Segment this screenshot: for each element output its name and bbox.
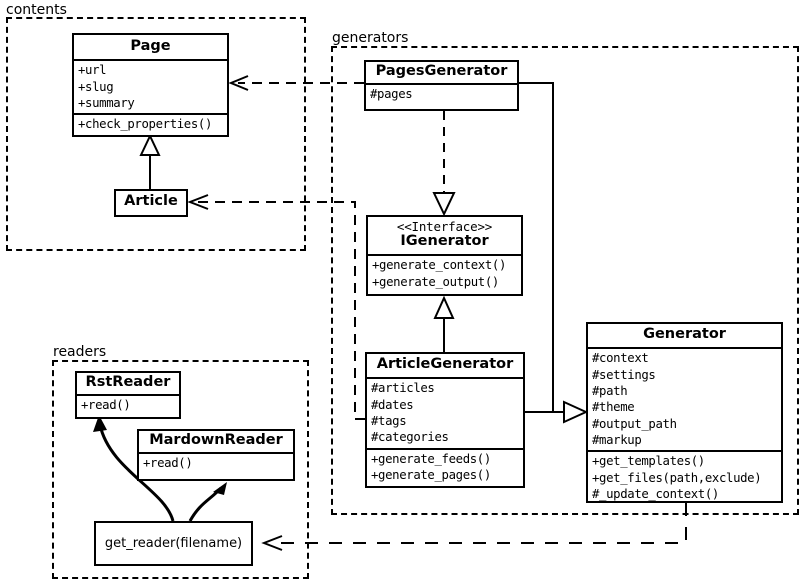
class-operations-mardownreader: +read() (139, 452, 293, 473)
package-frame-readers (52, 360, 309, 579)
class-title-page: Page (130, 38, 171, 54)
class-attribute: #settings (592, 367, 656, 382)
class-operation: +read() (81, 398, 131, 413)
class-attribute: +summary (78, 95, 135, 110)
class-title-rstreader: RstReader (85, 374, 171, 390)
class-title-article: Article (124, 193, 178, 209)
class-operations-igenerator: +generate_context() +generate_output() (368, 254, 521, 292)
class-title-igenerator: <<Interface>> IGenerator (368, 217, 521, 254)
class-operations-generator: +get_templates() +get_files(path,exclude… (588, 450, 781, 504)
class-attribute: +url (78, 63, 107, 78)
class-operation: +check_properties() (78, 117, 213, 132)
class-attribute: #output_path (592, 416, 677, 431)
class-attribute: #markup (592, 432, 642, 447)
class-attribute: #pages (370, 87, 413, 102)
package-label-readers: readers (52, 345, 110, 359)
class-box-mardownreader[interactable]: MardownReader +read() (137, 429, 295, 481)
class-operation: +generate_pages() (371, 467, 491, 482)
class-attributes-pagesgenerator: #pages (366, 83, 517, 104)
class-operation: +read() (143, 456, 193, 471)
class-operations-rstreader: +read() (77, 394, 179, 415)
class-box-rstreader[interactable]: RstReader +read() (75, 371, 181, 419)
class-box-pagesgenerator[interactable]: PagesGenerator #pages (364, 60, 519, 111)
class-box-igenerator[interactable]: <<Interface>> IGenerator +generate_conte… (366, 215, 523, 296)
class-title-pagesgenerator: PagesGenerator (375, 63, 508, 79)
class-attribute: #path (592, 383, 628, 398)
class-attribute: #dates (371, 397, 414, 412)
function-label-get-reader: get_reader(filename) (104, 536, 243, 551)
class-box-article[interactable]: Article (114, 189, 188, 217)
class-operation: +get_templates() (592, 454, 705, 469)
class-attribute: #context (592, 351, 649, 366)
class-operation: #_update_context() (592, 486, 719, 501)
class-box-page[interactable]: Page +url +slug +summary +check_properti… (72, 33, 229, 137)
class-box-articlegenerator[interactable]: ArticleGenerator #articles #dates #tags … (365, 352, 525, 488)
class-attribute: +slug (78, 79, 114, 94)
class-attribute: #categories (371, 430, 449, 445)
package-label-contents: contents (5, 3, 70, 17)
class-attribute: #theme (592, 400, 635, 415)
class-operations-articlegenerator: +generate_feeds() +generate_pages() (367, 447, 523, 486)
package-frame-contents (6, 17, 306, 251)
class-title-generator: Generator (643, 326, 726, 342)
class-title-mardownreader: MardownReader (149, 432, 283, 448)
class-attribute: #tags (371, 413, 407, 428)
class-operation: +get_files(path,exclude) (592, 470, 762, 485)
class-operation: +generate_feeds() (371, 451, 491, 466)
class-operation: +generate_context() (372, 258, 507, 273)
class-attributes-page: +url +slug +summary (74, 59, 227, 113)
class-stereotype-igenerator: <<Interface>> (396, 219, 493, 234)
function-box-get-reader[interactable]: get_reader(filename) (94, 521, 253, 566)
package-label-generators: generators (331, 31, 412, 45)
class-operations-page: +check_properties() (74, 113, 227, 134)
class-attributes-generator: #context #settings #path #theme #output_… (588, 347, 781, 450)
class-operation: +generate_output() (372, 274, 499, 289)
class-attribute: #articles (371, 381, 435, 396)
class-name-igenerator: IGenerator (400, 233, 489, 250)
class-attributes-articlegenerator: #articles #dates #tags #categories (367, 377, 523, 447)
class-box-generator[interactable]: Generator #context #settings #path #them… (586, 322, 783, 503)
class-title-articlegenerator: ArticleGenerator (376, 356, 514, 372)
